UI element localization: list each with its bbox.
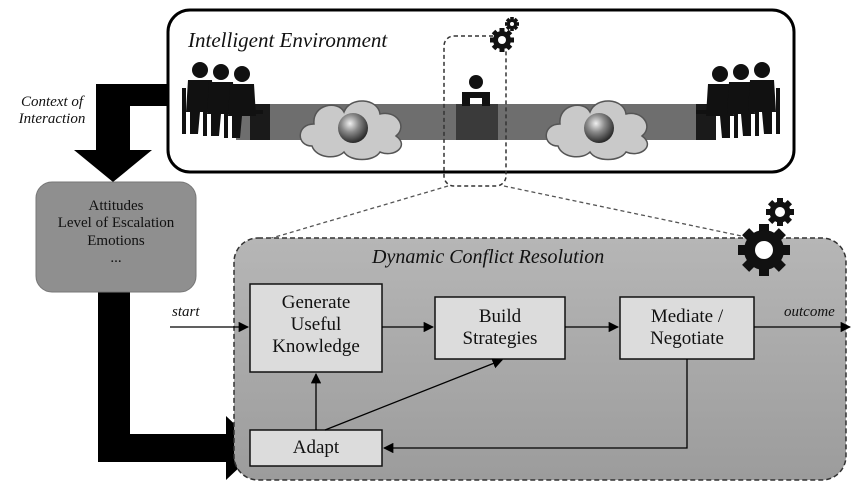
- dcr-title: Dynamic Conflict Resolution: [372, 246, 605, 268]
- person-icon: [462, 75, 490, 106]
- band-center-block: [456, 104, 498, 140]
- factors-box: [35, 181, 197, 293]
- group-icon: [696, 62, 780, 138]
- group-icon: [182, 62, 263, 138]
- factor-escalation: Level of Escalation: [57, 215, 175, 232]
- mediate-to-adapt-arrow: [382, 359, 688, 454]
- generate-line1: Generate: [281, 292, 351, 313]
- generate-knowledge-label: Generate Useful Knowledge: [250, 292, 382, 358]
- gear-icon: [505, 17, 519, 31]
- globe-icon: [338, 113, 368, 143]
- factors-list: Attitudes Level of Escalation Emotions .…: [36, 198, 196, 267]
- generate-knowledge-box: [249, 283, 383, 373]
- context-label-line2: Interaction: [18, 111, 86, 128]
- outcome-label: outcome: [784, 304, 835, 320]
- zoom-line-right: [503, 185, 771, 243]
- context-label: Context of Interaction: [6, 94, 98, 129]
- build-line1: Build: [478, 306, 522, 327]
- mediate-line1: Mediate /: [650, 306, 724, 327]
- mediate-negotiate-label: Mediate / Negotiate: [620, 306, 754, 350]
- adapt-label: Adapt: [292, 437, 340, 458]
- globe-icon: [584, 113, 614, 143]
- mediate-negotiate-box: [619, 296, 755, 360]
- zoom-line-left: [237, 185, 449, 249]
- gear-icon: [738, 224, 790, 276]
- factor-emotions: Emotions: [87, 232, 145, 249]
- adapt-to-build-arrow: [324, 358, 503, 431]
- build-line2: Strategies: [462, 327, 538, 349]
- build-strategies-box: [434, 296, 566, 360]
- generate-line3: Knowledge: [272, 335, 360, 357]
- start-label: start: [172, 304, 200, 320]
- gear-icon: [766, 198, 794, 226]
- context-label-line1: Context of: [20, 94, 84, 110]
- context-arrow: [74, 84, 178, 182]
- factor-attitudes: Attitudes: [88, 198, 144, 214]
- mediator-focus-frame: [443, 35, 507, 187]
- gear-icon: [490, 28, 514, 52]
- generate-line2: Useful: [290, 313, 342, 335]
- build-strategies-label: Build Strategies: [435, 306, 565, 350]
- mediate-line2: Negotiate: [650, 327, 724, 349]
- factor-more: ...: [110, 249, 122, 266]
- environment-title: Intelligent Environment: [188, 28, 388, 52]
